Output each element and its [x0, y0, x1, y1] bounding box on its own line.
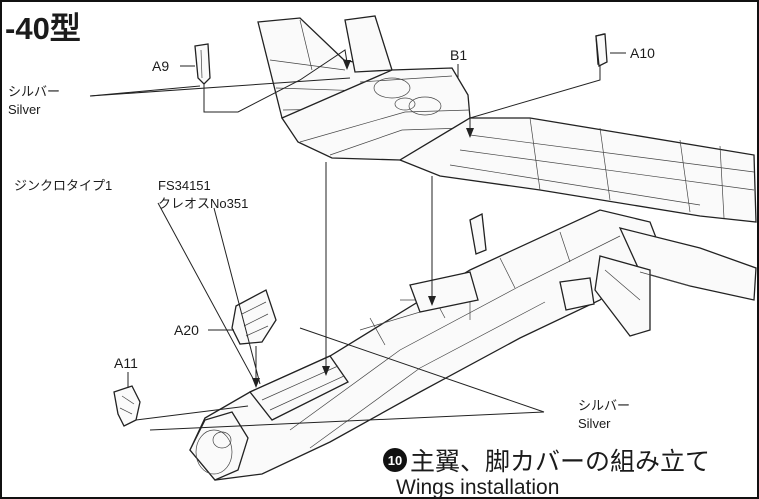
paint-silver-bottom-jp: シルバー — [578, 398, 630, 413]
fuselage — [189, 209, 757, 481]
label-b1: B1 — [450, 47, 467, 63]
wing-assembly-b1 — [257, 15, 757, 223]
step-number-badge — [383, 448, 407, 472]
label-a9: A9 — [152, 58, 169, 74]
arrowheads — [252, 60, 474, 388]
step-title-jp: 主翼、脚カバーの組み立て — [410, 448, 710, 476]
paint-silver-top-en: Silver — [8, 102, 41, 117]
label-a10: A10 — [630, 45, 655, 61]
leader-lines — [89, 49, 626, 431]
paint-fs-code: FS34151 — [158, 178, 211, 193]
paint-silver-top-jp: シルバー — [8, 84, 60, 99]
paint-mr-color: クレオスNo351 — [158, 196, 248, 211]
part-a10 — [595, 33, 608, 68]
part-a9 — [194, 43, 211, 85]
label-a20: A20 — [174, 322, 199, 338]
page-title: -40型 — [5, 11, 81, 46]
paint-zinc-chromate: ジンクロタイプ1 — [14, 178, 112, 193]
label-a11: A11 — [114, 355, 138, 371]
step-number: 10 — [388, 453, 402, 468]
part-a20 — [231, 289, 277, 345]
step-title-en: Wings installation — [396, 476, 559, 499]
step-heading: 10 主翼、脚カバーの組み立て Wings installation — [383, 448, 710, 499]
paint-silver-bottom-en: Silver — [578, 416, 611, 431]
